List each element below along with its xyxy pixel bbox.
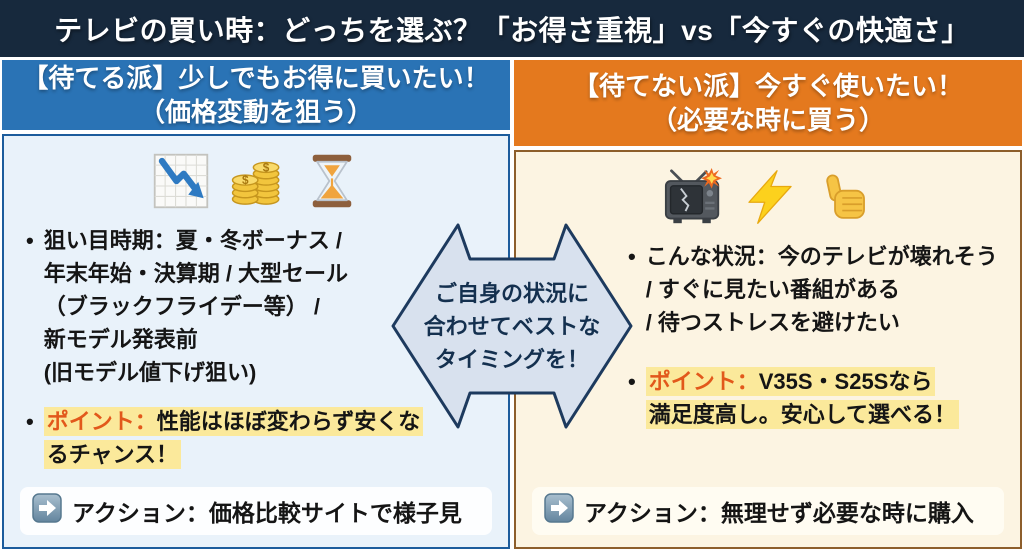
broken-tv-icon (662, 168, 724, 226)
column-wait-icons: $ $ (20, 146, 492, 210)
highlighted-point: ポイント：性能はほぼ変わらず安くな るチャンス！ (43, 407, 424, 469)
column-wait-header-line2: （価格変動を狙う） (138, 97, 373, 127)
point-label: ポイント： (46, 409, 157, 434)
point-text: 性能はほぼ変わらず安くな るチャンス！ (46, 409, 421, 467)
action-box-wait: アクション：価格比較サイトで様子見 (20, 487, 492, 535)
column-wait-header: 【待てる派】少しでもお得に買いたい！ （価格変動を狙う） (2, 60, 510, 130)
chart-decreasing-icon (152, 152, 210, 210)
column-now-header: 【待てない派】今すぐ使いたい！ （必要な時に買う） (514, 60, 1022, 146)
point-text: V35S・S25Sなら 満足度高し。安心して選べる！ (648, 369, 957, 427)
column-wait-bullets: • 狙い目時期：夏・冬ボーナス / 年末年始・決算期 / 大型セール （ブラック… (20, 224, 492, 487)
coins-icon: $ $ (228, 152, 286, 210)
column-now-icons (532, 162, 1004, 226)
highlighted-point: ポイント：V35S・S25Sなら 満足度高し。安心して選べる！ (645, 367, 960, 429)
column-now-header-line1: 【待てない派】今すぐ使いたい！ (572, 70, 963, 101)
svg-text:$: $ (242, 174, 249, 187)
action-box-now: アクション：無理せず必要な時に購入 (532, 487, 1004, 535)
bullet-situation: • こんな状況：今のテレビが壊れそう / すぐに見たい番組がある / 待つストレ… (628, 240, 1002, 339)
bullet-marker: • (628, 369, 636, 394)
bullet-marker: • (26, 409, 34, 434)
action-text-now: アクション：無理せず必要な時に購入 (584, 500, 974, 526)
hourglass-icon (304, 152, 360, 210)
lightning-icon (742, 168, 798, 226)
bullet-marker: • (26, 228, 34, 253)
action-text-wait: アクション：価格比較サイトで様子見 (72, 500, 462, 526)
bullet-point-left: • ポイント：性能はほぼ変わらず安くな るチャンス！ (26, 405, 488, 471)
point-label: ポイント： (648, 369, 759, 394)
page-title: テレビの買い時：どっちを選ぶ？「お得さ重視」vs「今すぐの快適さ」 (0, 0, 1024, 57)
thumbs-up-icon (816, 168, 874, 226)
right-arrow-icon (544, 493, 574, 529)
right-arrow-icon (32, 493, 62, 529)
bullet-timing: • 狙い目時期：夏・冬ボーナス / 年末年始・決算期 / 大型セール （ブラック… (26, 224, 488, 389)
column-now-bullets: • こんな状況：今のテレビが壊れそう / すぐに見たい番組がある / 待つストレ… (532, 240, 1004, 457)
bullet-situation-text: こんな状況：今のテレビが壊れそう / すぐに見たい番組がある / 待つストレスを… (645, 244, 998, 335)
bullet-timing-text: 狙い目時期：夏・冬ボーナス / 年末年始・決算期 / 大型セール （ブラックフラ… (43, 228, 349, 385)
column-now-header-line2: （必要な時に買う） (650, 105, 885, 135)
center-double-arrow: ご自身の状況に 合わせてベストな タイミングを！ (391, 222, 633, 430)
bullet-marker: • (628, 244, 636, 269)
bullet-point-right: • ポイント：V35S・S25Sなら 満足度高し。安心して選べる！ (628, 365, 1002, 431)
svg-text:$: $ (263, 161, 270, 174)
center-arrow-text: ご自身の状況に 合わせてベストな タイミングを！ (423, 280, 601, 372)
column-wait-header-line1: 【待てる派】少しでもお得に買いたい！ (22, 62, 490, 93)
